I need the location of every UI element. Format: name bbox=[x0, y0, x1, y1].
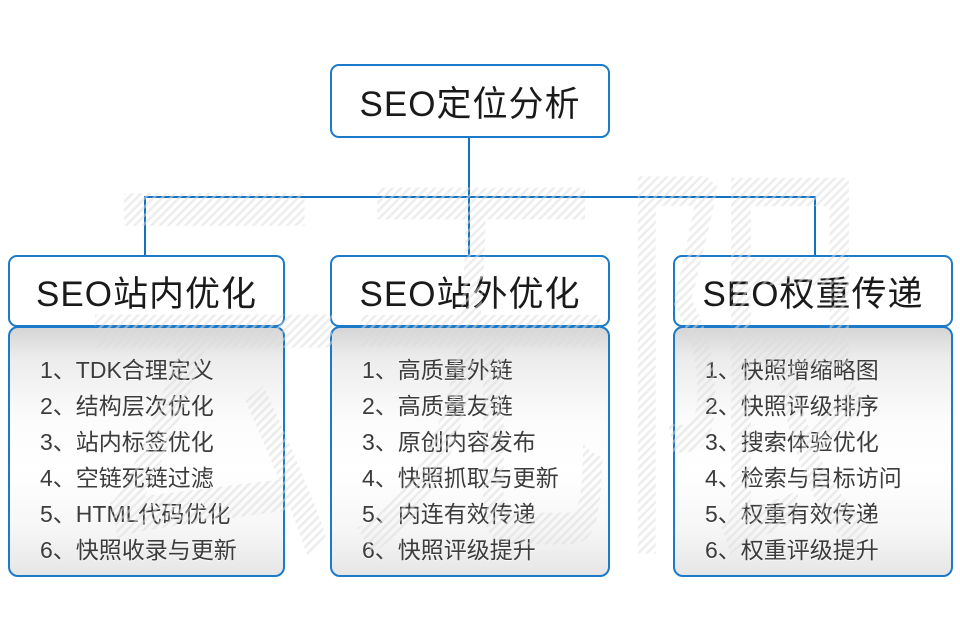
connector-horizontal bbox=[144, 196, 816, 198]
connector-right-vertical bbox=[814, 196, 816, 257]
branch-header-offsite: SEO站外优化 bbox=[330, 255, 610, 327]
list-item: 1、快照增缩略图 bbox=[705, 357, 879, 383]
list-item: 5、内连有效传递 bbox=[362, 501, 536, 527]
branch-header-label: SEO权重传递 bbox=[702, 274, 924, 314]
root-node-label: SEO定位分析 bbox=[359, 84, 581, 124]
connector-root-vertical bbox=[468, 137, 470, 198]
branch-header-label: SEO站外优化 bbox=[359, 274, 581, 314]
list-item: 5、权重有效传递 bbox=[705, 501, 879, 527]
list-item: 6、快照收录与更新 bbox=[40, 537, 237, 563]
branch-header-weight: SEO权重传递 bbox=[673, 255, 953, 327]
list-item: 3、站内标签优化 bbox=[40, 429, 214, 455]
list-item: 2、快照评级排序 bbox=[705, 393, 879, 419]
list-item: 4、快照抓取与更新 bbox=[362, 465, 559, 491]
branch-header-onsite: SEO站内优化 bbox=[8, 255, 285, 327]
branch-list-onsite: 1、TDK合理定义 2、结构层次优化 3、站内标签优化 4、空链死链过滤 5、H… bbox=[8, 326, 285, 577]
list-item: 6、权重评级提升 bbox=[705, 537, 879, 563]
list-item: 1、高质量外链 bbox=[362, 357, 513, 383]
list-item: 5、HTML代码优化 bbox=[40, 501, 231, 527]
list-item: 4、检索与目标访问 bbox=[705, 465, 902, 491]
list-item: 2、高质量友链 bbox=[362, 393, 513, 419]
list-item: 1、TDK合理定义 bbox=[40, 357, 214, 383]
list-item: 6、快照评级提升 bbox=[362, 537, 536, 563]
list-item: 2、结构层次优化 bbox=[40, 393, 214, 419]
branch-list-offsite: 1、高质量外链 2、高质量友链 3、原创内容发布 4、快照抓取与更新 5、内连有… bbox=[330, 326, 610, 577]
branch-header-label: SEO站内优化 bbox=[36, 274, 257, 314]
connector-left-vertical bbox=[144, 196, 146, 257]
connector-middle-vertical bbox=[468, 196, 470, 257]
list-item: 3、原创内容发布 bbox=[362, 429, 536, 455]
branch-list-weight: 1、快照增缩略图 2、快照评级排序 3、搜索体验优化 4、检索与目标访问 5、权… bbox=[673, 326, 953, 577]
root-node-seo-positioning: SEO定位分析 bbox=[330, 64, 610, 138]
list-item: 3、搜索体验优化 bbox=[705, 429, 879, 455]
list-item: 4、空链死链过滤 bbox=[40, 465, 214, 491]
